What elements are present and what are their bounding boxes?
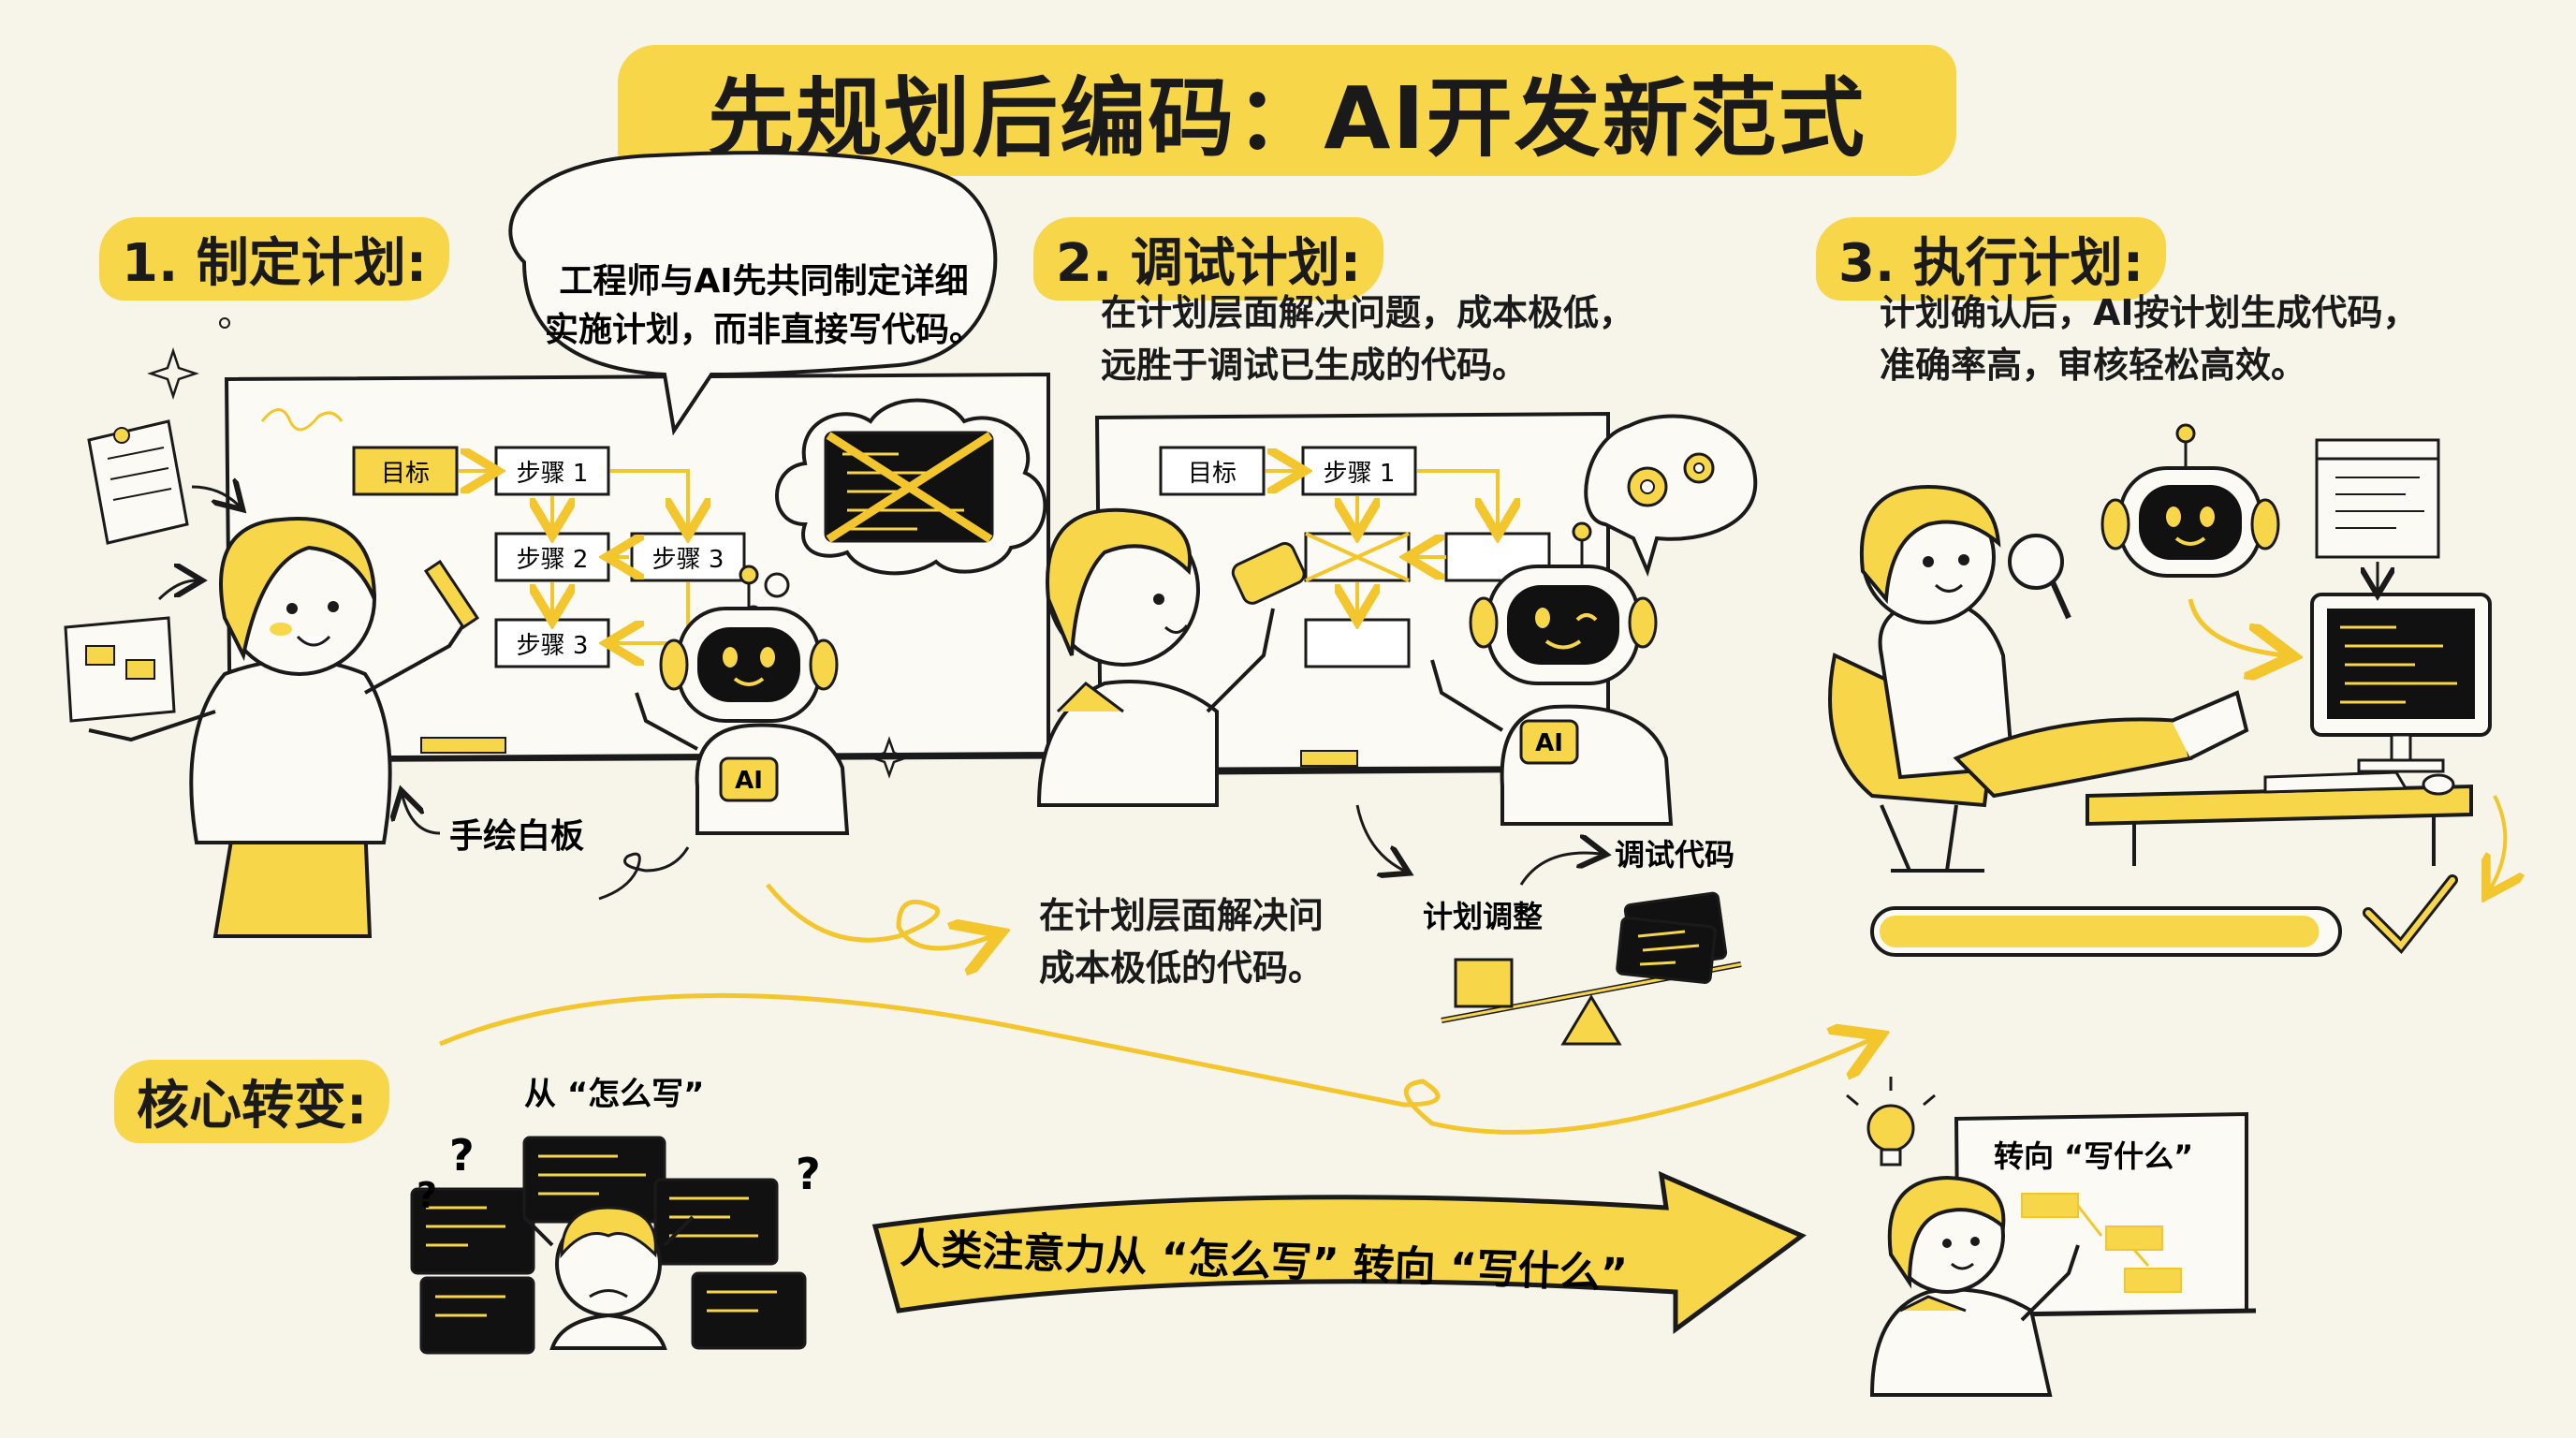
ai-robot-3 [2100, 423, 2284, 655]
engineer-woman-1 [88, 517, 480, 938]
squiggle-1 [598, 846, 690, 901]
progress-bar [1870, 906, 2342, 957]
flow-step3b-label: 步骤 3 [517, 632, 589, 660]
section-2-scene: 目标 步骤 1 [1036, 411, 1758, 1046]
flow-step2-label: 步骤 2 [517, 546, 589, 574]
engineer-woman-2 [1036, 507, 1306, 807]
pointing-engineer-woman [1869, 1175, 2080, 1397]
sticky-note-icon [87, 419, 189, 545]
section-1-scene: 目标 步骤 1 步骤 2 步骤 3 步骤 3 工程师与 [64, 151, 1059, 938]
thought-cloud-crossed-code [745, 398, 1047, 622]
flow2-step1-label: 步骤 1 [1324, 460, 1396, 488]
core-shift-heading: 核心转变: [114, 1060, 390, 1143]
gear-thought-bubble [1584, 414, 1758, 577]
whiteboard-label-arrow [402, 796, 441, 835]
section-2-desc-line-1: 在计划层面解决问题，成本极低， [1101, 292, 1635, 333]
sparkle-icon [868, 736, 911, 779]
keyboard-icon [2263, 770, 2408, 794]
diagram-sheet-icon [64, 616, 176, 723]
core-from-label: 从 “怎么写” [524, 1076, 705, 1113]
seesaw-scale: 计划调整 调试代码 [1423, 837, 1742, 1046]
flow-step3b-box: 步骤 3 [494, 618, 610, 668]
flow-arrow-1-to-2 [766, 883, 992, 948]
mouse-icon [2422, 773, 2455, 796]
section-3-desc-line-2: 准确率高，审核轻松高效。 [1880, 345, 2307, 386]
section-2-note-line-1: 在计划层面解决问 [1039, 895, 1325, 936]
progress-fill [1880, 916, 2320, 947]
section-1-heading: 1. 制定计划: [99, 217, 450, 301]
sparkle-icon [147, 347, 199, 400]
eraser-icon [1231, 542, 1306, 605]
question-mark-icon: ? [796, 1149, 821, 1199]
robot-1-badge: AI [735, 767, 763, 795]
flow-step3a-box: 步骤 3 [630, 532, 746, 582]
question-mark-icon: ? [417, 1175, 437, 1216]
ai-robot-2: AI [1430, 521, 1674, 826]
section-2-desc-line-2: 远胜于调试已生成的代码。 [1101, 345, 1529, 386]
flow2-goal-box: 目标 [1159, 446, 1266, 496]
flow-step3a-label: 步骤 3 [652, 546, 724, 574]
section-3-heading: 3. 执行计划: [1816, 217, 2167, 301]
flow2-step1-box: 步骤 1 [1301, 446, 1417, 496]
note-arrow [191, 487, 239, 506]
core-to-label: 转向 “写什么” [1994, 1138, 2193, 1174]
relaxed-engineer-woman [1828, 484, 2249, 873]
small-block-icon [1454, 958, 1514, 1008]
scale-left-label: 计划调整 [1423, 899, 1543, 934]
desk [2086, 784, 2473, 866]
what-to-write-board: 转向 “写什么” [1946, 1111, 2257, 1318]
flow-goal-box: 目标 [352, 446, 459, 496]
code-document-icon [2315, 438, 2440, 590]
ai-robot-1: AI [635, 565, 850, 835]
section-3-desc-line-1: 计划确认后，AI按计划生成代码， [1880, 292, 2419, 333]
magnifier-icon [2008, 534, 2064, 590]
question-mark-icon: ? [449, 1130, 475, 1181]
sweeping-arrow [439, 992, 1872, 1135]
speech-line-2: 实施计划，而非直接写代码。 [545, 311, 983, 349]
lightbulb-icon [1846, 1077, 1936, 1167]
attention-shift-banner: 人类注意力从 “怎么写” 转向 “写什么” [871, 1170, 1807, 1334]
robot-2-badge: AI [1535, 729, 1563, 757]
flow-goal-label: 目标 [381, 460, 430, 488]
flow-step1-label: 步骤 1 [517, 460, 589, 488]
speech-bubble-1: 工程师与AI先共同制定详细 实施计划，而非直接写代码。 [508, 151, 998, 436]
monitor-with-code [2263, 593, 2492, 796]
flow-step1-box: 步骤 1 [494, 446, 610, 496]
section-3-scene [1828, 423, 2505, 957]
whiteboard-label: 手绘白板 [449, 817, 584, 856]
flow2-arrows [1266, 471, 1498, 614]
section-2-note-line-2: 成本极低的代码。 [1039, 947, 1325, 989]
section-2-heading: 2. 调试计划: [1033, 217, 1384, 301]
board-down-arrow [1355, 804, 1404, 871]
sheet-arrow [157, 580, 197, 601]
flow-step2-box: 步骤 2 [494, 532, 610, 582]
flow2-goal-label: 目标 [1188, 460, 1237, 488]
core-shift-scene: 从 “怎么写” ? ? ? 人类注意力从 [410, 1076, 2257, 1397]
dot-icon [219, 317, 230, 329]
code-pile-icon [1616, 891, 1728, 984]
scale-right-label: 调试代码 [1615, 837, 1734, 873]
speech-line-1: 工程师与AI先共同制定详细 [559, 262, 968, 301]
code-pile-stressed [410, 1136, 807, 1355]
